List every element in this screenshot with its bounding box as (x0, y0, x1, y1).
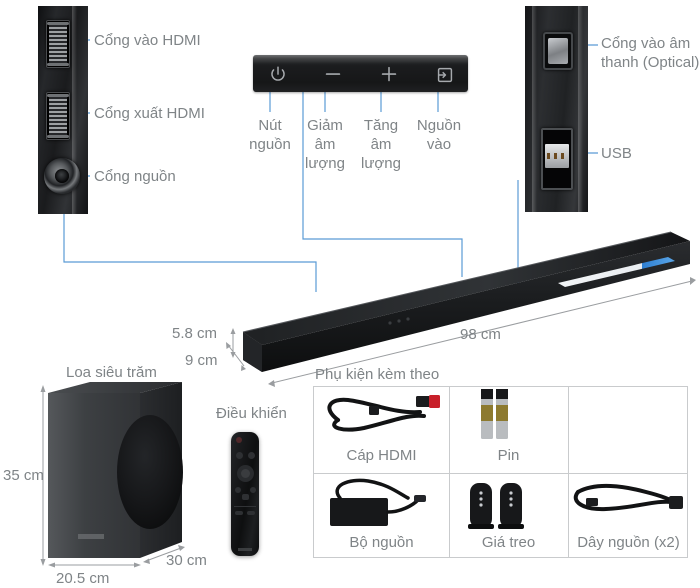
remote-mute-button (235, 511, 243, 515)
control-label-volume-up: Tăng âm lượng (361, 117, 401, 172)
control-label-power: Nút nguồn (249, 117, 291, 153)
soundbar-dim-depth: 9 cm (185, 352, 218, 369)
left-port-panel (38, 6, 88, 214)
accessory-label-hdmi-cable: Cáp HDMI (346, 447, 417, 464)
minus-icon (322, 64, 344, 86)
accessory-label-batteries: Pin (497, 447, 520, 464)
soundbar-dim-width: 98 cm (460, 326, 501, 343)
right-port-panel (525, 6, 588, 212)
accessory-label-power-cord: Dây nguồn (x2) (577, 534, 680, 551)
subwoofer-dim-height: 35 cm (3, 467, 44, 484)
control-button-strip (253, 55, 468, 92)
accessories-grid (313, 386, 688, 558)
remote-right-button (250, 487, 256, 493)
remote-left-button (235, 487, 241, 493)
remote-title: Điều khiển (216, 405, 287, 422)
source-icon (434, 64, 456, 86)
remote-sound-button (248, 452, 255, 459)
hdmi-in-port (46, 20, 70, 68)
control-label-volume-down: Giảm âm lượng (305, 117, 345, 172)
accessory-label-power-adapter: Bộ nguồn (349, 534, 414, 551)
callout-hdmi-out: Cổng xuất HDMI (94, 105, 205, 122)
control-label-source: Nguồn vào (416, 117, 462, 153)
remote-brand (238, 548, 252, 551)
remote-power-button (236, 437, 242, 443)
callout-hdmi-in: Cổng vào HDMI (94, 32, 201, 49)
callout-optical-in: Cổng vào âm thanh (Optical) (601, 35, 700, 71)
remote-source-button (236, 452, 243, 459)
soundbar-dim-height: 5.8 cm (172, 325, 218, 342)
accessory-label-wall-mount: Giá treo (481, 534, 536, 551)
subwoofer-title: Loa siêu trăm (66, 364, 157, 381)
dc-power-port (44, 158, 80, 194)
plus-icon (378, 64, 400, 86)
remote-down-button (242, 494, 249, 500)
power-icon (267, 64, 289, 86)
remote-extra-button (247, 511, 255, 515)
callout-usb: USB (601, 145, 632, 162)
remote-ok-button (241, 469, 250, 478)
remote-control (231, 432, 259, 556)
usb-port (541, 128, 573, 190)
remote-divider (234, 506, 256, 507)
callout-power-port: Cổng nguồn (94, 168, 176, 185)
hdmi-out-port (46, 92, 70, 140)
subwoofer-dim-width: 20.5 cm (56, 570, 110, 587)
accessories-title: Phụ kiện kèm theo (315, 366, 440, 383)
subwoofer-dim-depth: 30 cm (166, 552, 207, 569)
optical-in-port (543, 32, 573, 70)
